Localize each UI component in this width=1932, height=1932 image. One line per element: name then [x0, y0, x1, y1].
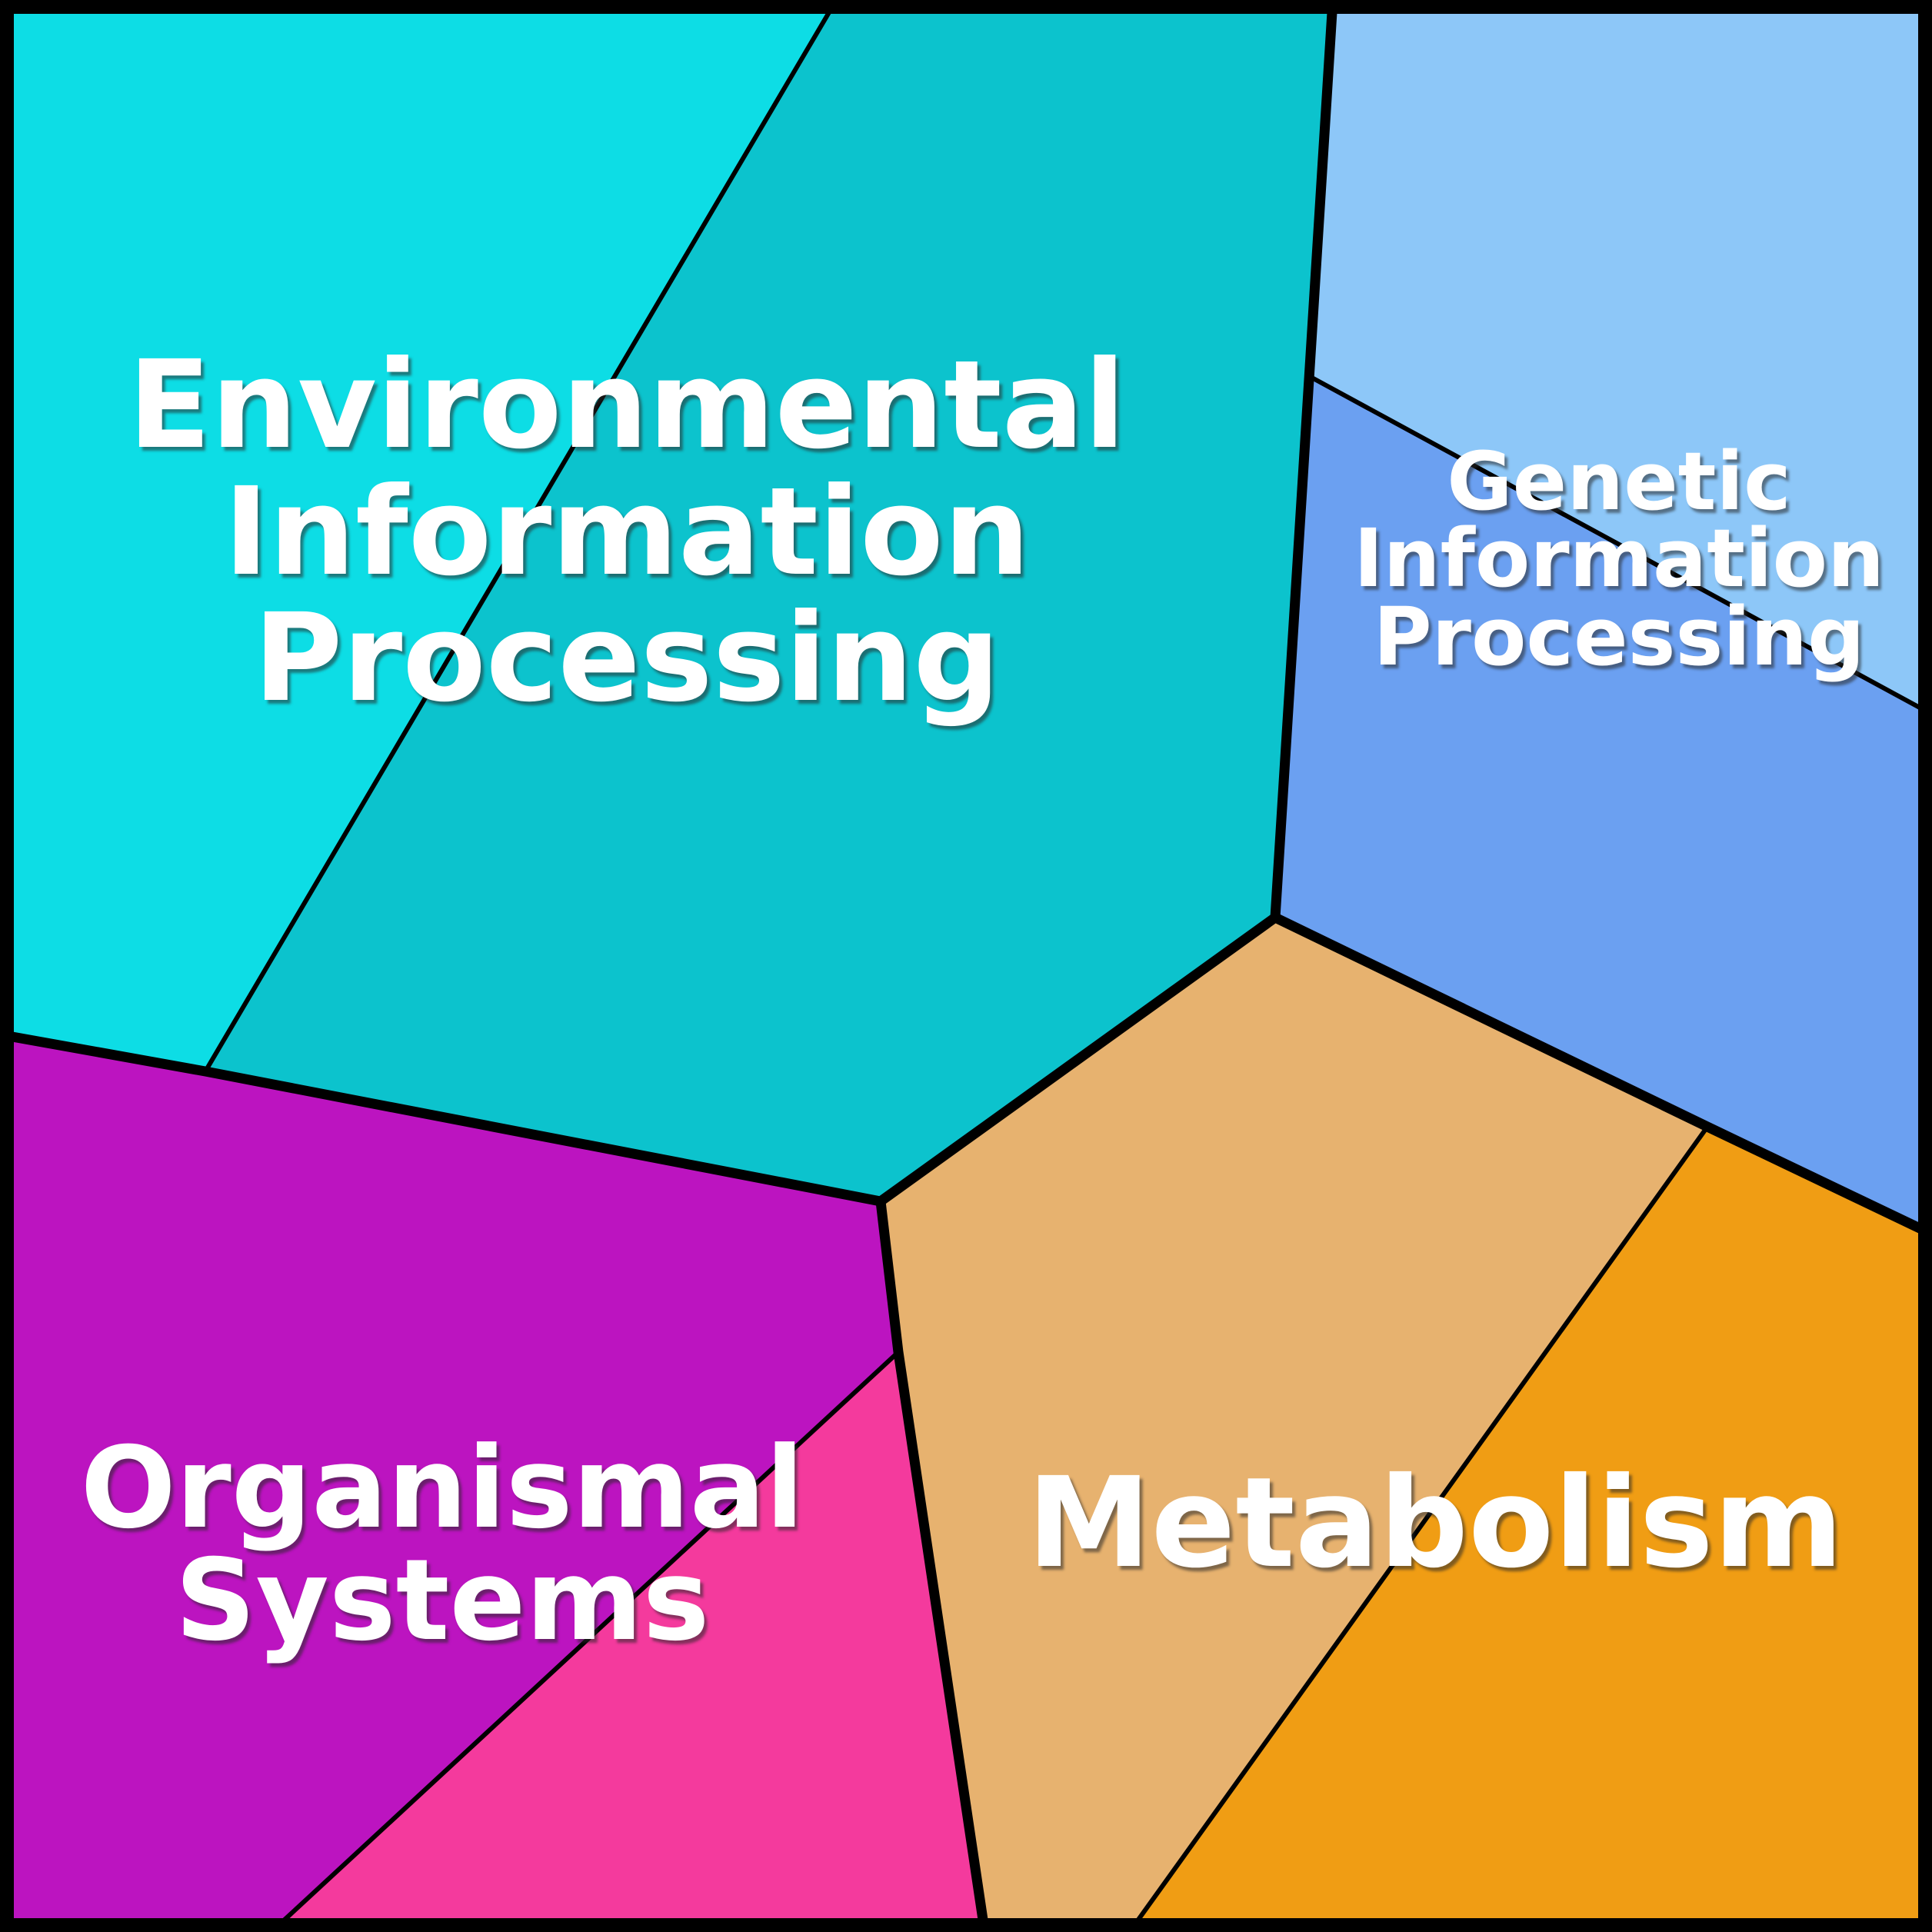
metabolism-cell-tan[interactable]	[881, 918, 1707, 1920]
category-border-2	[7, 1031, 886, 1207]
environmental-cell-bright-cyan[interactable]	[12, 12, 829, 1071]
category-border-3	[875, 912, 1281, 1207]
category-border-5	[875, 1196, 988, 1925]
genetic-cell-light-blue[interactable]	[1309, 12, 1920, 708]
subcell-border-2	[1307, 374, 1922, 710]
organismal-cell-magenta[interactable]	[12, 1037, 898, 1920]
category-border-4	[1270, 912, 1925, 1234]
genetic-cell-medium-blue[interactable]	[1275, 376, 1920, 1228]
metabolism-cell-orange[interactable]	[1138, 1127, 1920, 1920]
category-border-1	[1270, 7, 1337, 923]
subcell-border-4	[282, 1350, 901, 1922]
subcell-border-3	[1136, 1124, 1710, 1922]
organismal-cell-pink[interactable]	[285, 1352, 983, 1920]
environmental-cell-teal[interactable]	[205, 12, 1332, 1201]
subcell-border-1	[203, 10, 831, 1074]
